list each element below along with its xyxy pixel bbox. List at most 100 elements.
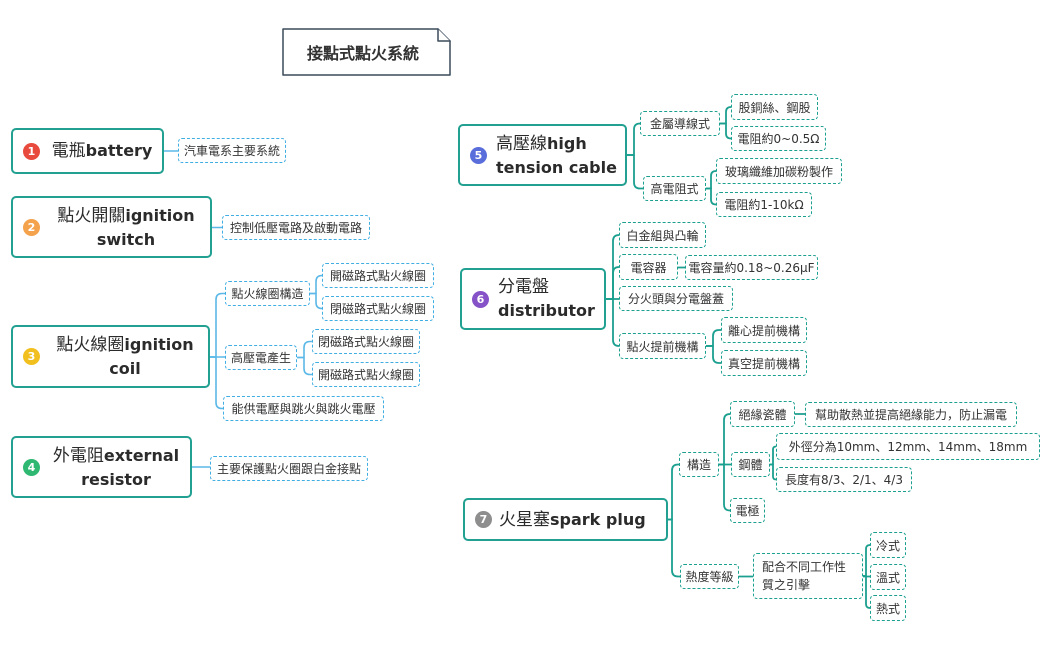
subtopic-rotor-and-cap: 分火頭與分電盤蓋 [619, 286, 733, 311]
link-plug-heat [667, 518, 681, 578]
link-heat-hot [862, 575, 871, 609]
subtopic-battery-note: 汽車電系主要系統 [178, 138, 286, 163]
topic-label-line: 電瓶battery [46, 139, 158, 163]
map-title: 接點式點火系統 [306, 44, 419, 63]
link-dist-advance [605, 298, 620, 347]
topic-label-en: ignition [124, 335, 194, 354]
subtopic-high-voltage-generation: 高壓電產生 [225, 345, 297, 370]
topic-label-cn: 火星塞 [499, 509, 550, 530]
subtopic-points-and-cam: 白金組與凸輪 [619, 222, 706, 248]
topic-label-en: ignition [125, 205, 195, 225]
topic-label-en-line2: tension cable [496, 157, 617, 177]
topic-label-cn: 點火線圈 [56, 335, 125, 355]
topic-label-en: high [547, 133, 587, 153]
leaf-closed-magnetic-coil: 閉磁路式點火線圈 [312, 329, 420, 354]
leaf-cold-type: 冷式 [870, 532, 906, 558]
topic-label: 高壓線high tension cable [496, 132, 617, 179]
topic-label-en-line2: switch [96, 229, 156, 249]
link-metal-ohm [719, 122, 732, 140]
leaf-centrifugal-advance: 離心提前機構 [721, 317, 807, 343]
topic-label: 點火開關ignition switch [40, 204, 210, 251]
subtopic-electrode: 電極 [730, 498, 765, 523]
subtopic-condenser: 電容器 [619, 254, 678, 280]
topic-label-line: 點火線圈ignition [46, 333, 204, 357]
topic-ignition-coil: 3 點火線圈ignition coil [11, 325, 210, 388]
link-coil-structure [209, 292, 226, 358]
leaf-closed-magnetic-coil: 閉磁路式點火線圈 [322, 296, 434, 321]
leaf-warm-type: 溫式 [870, 564, 906, 590]
topic-ignition-switch: 2 點火開關ignition switch [11, 196, 212, 258]
topic-label-en-line2: coil [109, 359, 141, 378]
link-hv-closed [296, 340, 313, 359]
link-structure-electrode [718, 463, 731, 512]
topic-external-resistor: 4 外電阻external resistor [11, 436, 192, 498]
topic-label: 分電盤 distributor [498, 276, 595, 322]
topic-label-cn: 外電阻 [52, 445, 104, 466]
link-metal-strand [719, 106, 732, 125]
subtopic-plug-structure: 構造 [679, 452, 719, 477]
leaf-thread-diameter: 外徑分為10mm、12mm、14mm、18mm [776, 433, 1040, 460]
topic-spark-plug: 7 火星塞spark plug [463, 498, 668, 541]
link-resist-ohm [705, 187, 717, 206]
topic-distributor: 6 分電盤 distributor [460, 268, 606, 330]
subtopic-steel-shell: 鋼體 [731, 452, 770, 477]
subtopic-heat-range: 熱度等級 [680, 564, 739, 589]
topic-label-cn: 點火開關 [57, 205, 126, 226]
leaf-insulator-function: 幫助散熱並提高絕緣能力，防止漏電 [805, 402, 1017, 427]
subtopic-spark-advance: 點火提前機構 [619, 333, 706, 359]
subtopic-insulator: 絕緣瓷體 [730, 401, 795, 427]
leaf-capacitance-value: 電容量約0.18~0.26μF [685, 255, 818, 280]
link-advance-centrifugal [705, 329, 722, 347]
title-frame [282, 28, 451, 76]
leaf-metal-resistance: 電阻約0~0.5Ω [731, 126, 826, 151]
subtopic-resistor-note: 主要保護點火圈跟白金接點 [210, 456, 368, 481]
link-resist-glass [705, 170, 717, 190]
leaf-high-resistance-value: 電阻約1-10kΩ [716, 192, 812, 217]
topic-label-en: spark plug [550, 509, 646, 529]
link-cable-resist [626, 154, 644, 190]
link-coil-voltage [209, 356, 224, 410]
number-badge: 5 [470, 146, 487, 164]
topic-label-en: external [103, 445, 180, 465]
topic-label-line: 外電阻external [46, 444, 186, 468]
topic-label-en-line2: distributor [498, 301, 595, 320]
number-badge: 3 [23, 348, 40, 365]
link-dist-condenser [605, 266, 620, 300]
topic-high-tension-cable: 5 高壓線high tension cable [458, 124, 627, 186]
link-hv-open [296, 356, 313, 376]
topic-label: 外電阻external resistor [40, 444, 190, 491]
leaf-open-magnetic-coil: 開磁路式點火線圈 [322, 263, 434, 288]
number-badge: 7 [475, 511, 492, 528]
number-badge: 1 [23, 142, 40, 160]
subtopic-metal-conductor: 金屬導線式 [640, 111, 720, 136]
topic-label-cn: 電瓶 [51, 141, 86, 161]
leaf-open-magnetic-coil: 開磁路式點火線圈 [312, 362, 420, 387]
link-structure-closed [309, 292, 323, 310]
leaf-reach-length: 長度有8/3、2/1、4/3 [776, 467, 912, 492]
link-advance-vacuum [705, 345, 722, 364]
link-plug-structure [667, 463, 680, 521]
topic-label-line: 火星塞spark plug [499, 508, 646, 532]
leaf-copper-strand: 股銅絲、鋼股 [731, 94, 818, 120]
topic-label: 火星塞spark plug [499, 508, 646, 532]
link-shell-diameter [769, 445, 777, 466]
topic-label-cn: 高壓線 [496, 133, 547, 154]
subtopic-coil-structure: 點火線圈構造 [225, 281, 310, 306]
link-dist-points [605, 234, 620, 300]
link-shell-length [769, 463, 777, 481]
topic-label-en: battery [85, 141, 153, 160]
link-cable-metal [626, 122, 641, 156]
topic-battery: 1 電瓶battery [11, 128, 164, 174]
topic-label: 電瓶battery [40, 139, 162, 163]
link-heat-cold [862, 544, 871, 577]
number-badge: 6 [472, 290, 489, 308]
leaf-glass-fiber-carbon: 玻璃纖維加碳粉製作 [716, 158, 842, 184]
leaf-hot-type: 熱式 [870, 595, 906, 621]
number-badge: 4 [23, 458, 40, 476]
number-badge: 2 [23, 218, 40, 236]
link-structure-open [309, 274, 323, 295]
topic-label-cn: 分電盤 [498, 277, 549, 297]
subtopic-supply-voltage: 能供電壓與跳火與跳火電壓 [223, 396, 384, 421]
